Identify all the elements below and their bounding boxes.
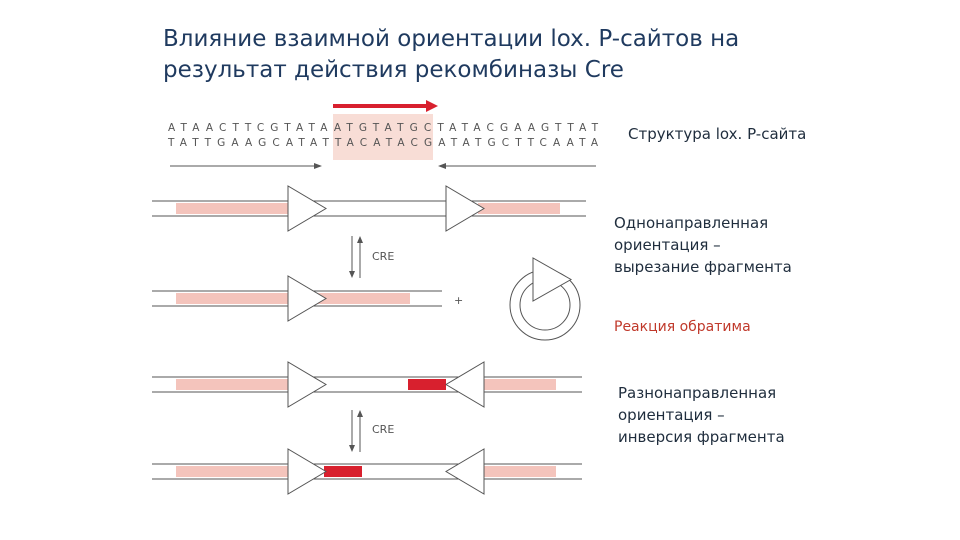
cre-label-2: CRE — [372, 423, 394, 436]
dna-row-2 — [152, 275, 442, 322]
dna-row-4 — [152, 448, 582, 495]
spacer-arrow-head — [426, 100, 438, 112]
title-line-1: Влияние взаимной ориентации lox. P-сайто… — [163, 26, 740, 52]
repeat-arrow-right-head — [438, 163, 446, 169]
spacer-highlight — [333, 114, 433, 160]
label-same-orientation: Однонаправленная ориентация – вырезание … — [614, 212, 792, 278]
same-orientation-line-1: Однонаправленная — [614, 214, 769, 232]
opposite-orientation-line-1: Разнонаправленная — [618, 384, 777, 402]
excised-circle — [509, 257, 581, 341]
cre-arrows-2 — [349, 410, 363, 452]
dna-row-3 — [152, 361, 582, 408]
slide-title: Влияние взаимной ориентации lox. P-сайто… — [163, 24, 783, 86]
same-orientation-line-2: ориентация – — [614, 236, 721, 254]
loxp-triangle-right — [287, 361, 327, 408]
cre-arrows-1 — [349, 236, 363, 278]
same-orientation-line-3: вырезание фрагмента — [614, 258, 792, 276]
opposite-orientation-line-3: инверсия фрагмента — [618, 428, 785, 446]
loxp-triangle-right — [287, 448, 327, 495]
loxp-triangle-left — [445, 361, 485, 408]
label-loxp-structure: Структура lox. P-сайта — [628, 125, 807, 143]
dna-row-1 — [152, 185, 586, 232]
label-opposite-orientation: Разнонаправленная ориентация – инверсия … — [618, 382, 785, 448]
loxp-triangle-right — [287, 185, 327, 232]
plus-sign: + — [454, 294, 463, 307]
repeat-arrow-left-head — [314, 163, 322, 169]
loxp-triangle-right — [445, 185, 485, 232]
title-line-2: результат действия рекомбиназы Cre — [163, 57, 624, 83]
loxp-triangle-left — [445, 448, 485, 495]
cre-label-1: CRE — [372, 250, 394, 263]
label-reversible: Реакция обратима — [614, 319, 751, 335]
opposite-orientation-line-2: ориентация – — [618, 406, 725, 424]
loxp-triangle-right — [287, 275, 327, 322]
